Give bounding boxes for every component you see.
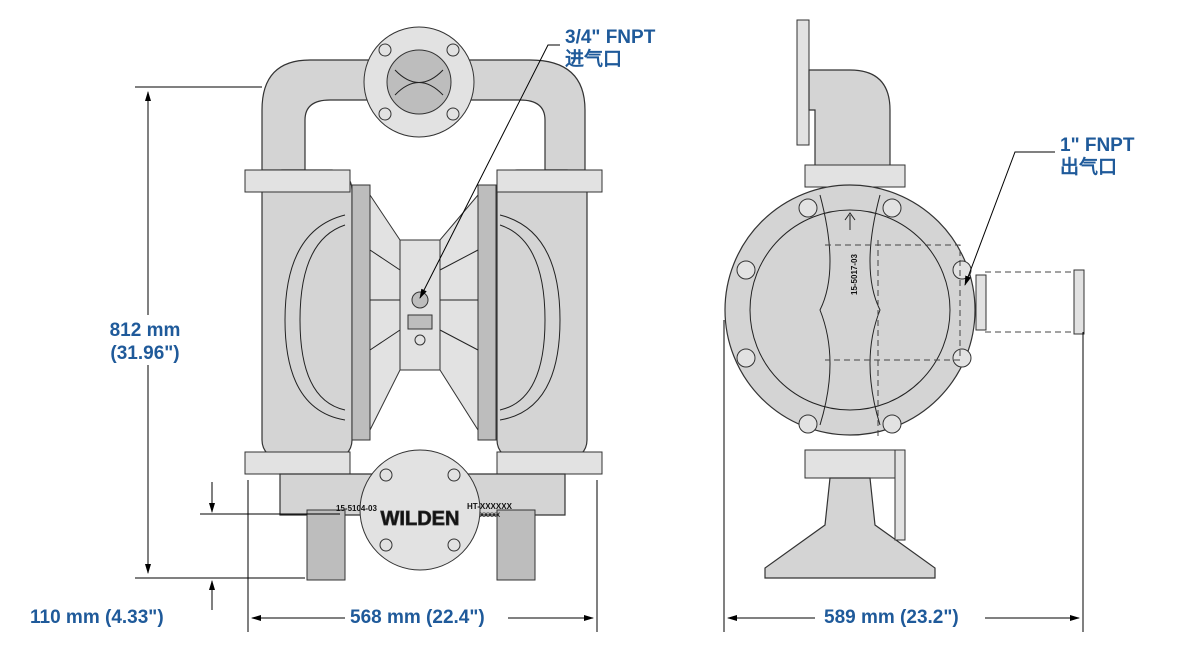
side-view: 15-5017-03 (724, 19, 1085, 579)
air-outlet-size-label: 1" FNPT (1060, 135, 1135, 156)
air-exhaust-muffler (985, 271, 1079, 333)
heat-code-sub: XXXXX (480, 513, 500, 519)
left-chamber (261, 169, 353, 461)
side-part-number: 15-5017-03 (850, 254, 859, 295)
height-in-label: (31.96") (110, 343, 180, 364)
front-width-label: 568 mm (22.4") (350, 607, 485, 628)
side-elbow (808, 69, 891, 176)
side-foot (764, 477, 936, 579)
brand-engraving: WILDEN (381, 508, 460, 530)
air-inlet-name-label: 进气口 (565, 49, 623, 70)
air-inlet-size-label: 3/4" FNPT (565, 27, 656, 48)
side-width-label: 589 mm (23.2") (824, 607, 959, 628)
foot-height-label: 110 mm (4.33") (30, 607, 164, 628)
front-part-number: 15-5104-03 (336, 504, 377, 513)
right-chamber (496, 169, 588, 461)
top-manifold (261, 59, 586, 171)
dimension-lines (135, 44, 1084, 632)
air-outlet-name-label: 出气口 (1060, 157, 1118, 178)
height-mm-label: 812 mm (109, 320, 181, 341)
heat-code: HT-XXXXXX (467, 502, 513, 511)
side-chamber (724, 184, 976, 436)
front-view: WILDEN 15-5104-03 HT-XXXXXX XXXXX (244, 26, 603, 581)
